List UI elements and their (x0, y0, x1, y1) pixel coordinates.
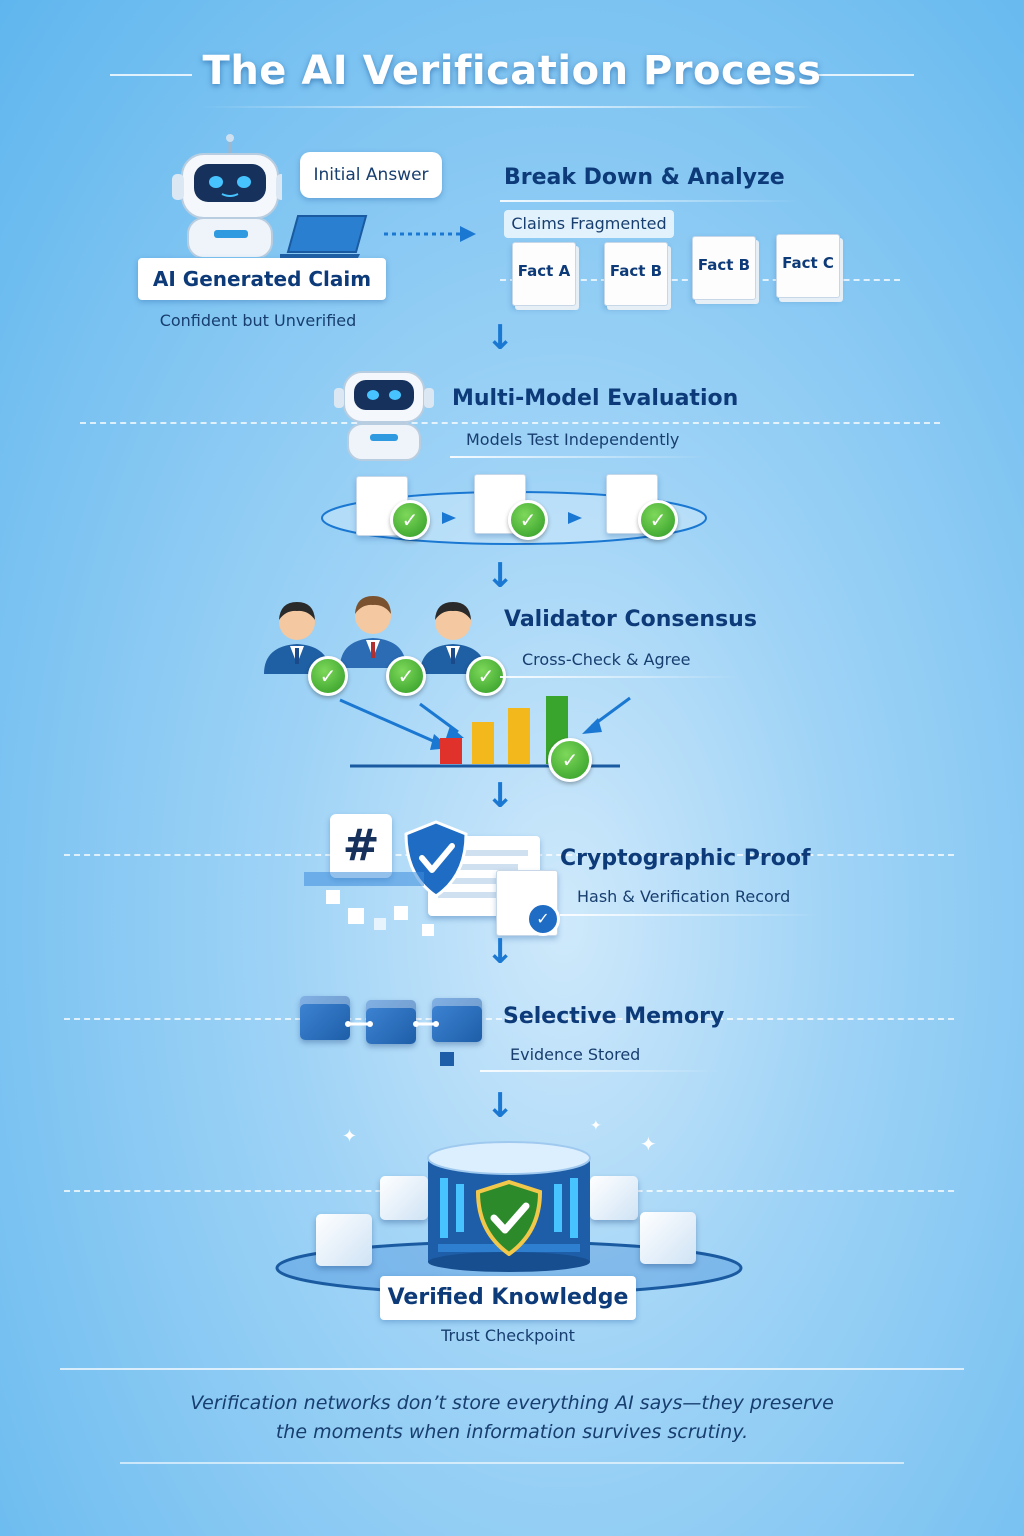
title-rule-right (818, 74, 914, 76)
verified-knowledge-banner: Verified Knowledge (380, 1276, 636, 1320)
step6-dashed-rule (64, 1018, 954, 1020)
claims-fragmented-tag: Claims Fragmented (504, 210, 674, 238)
check-icon: ✓ (638, 500, 678, 540)
pixel-fragments (304, 870, 444, 940)
knowledge-block-icon (316, 1214, 372, 1266)
record-check-icon: ✓ (526, 902, 560, 936)
step6-underline (480, 1070, 720, 1072)
title-rule-left (110, 74, 192, 76)
step6-subtitle: Evidence Stored (510, 1045, 641, 1064)
step2-heading: Break Down & Analyze (504, 165, 785, 190)
down-arrow: ↓ (485, 556, 515, 596)
footer-line-1: Verification networks don’t store everyt… (190, 1392, 834, 1414)
down-arrow: ↓ (485, 318, 515, 358)
sparkle-icon: ✦ (640, 1132, 657, 1156)
validator-person-icon (262, 594, 332, 678)
footer-rule-top (60, 1368, 964, 1370)
step5-underline (560, 914, 820, 916)
step5-heading: Cryptographic Proof (560, 846, 811, 871)
footer-line-2: the moments when information survives sc… (275, 1421, 749, 1443)
step4-heading: Validator Consensus (504, 607, 757, 632)
step2-underline (500, 200, 800, 202)
step3-subtitle: Models Test Independently (466, 430, 680, 449)
page-title: The AI Verification Process (202, 48, 822, 94)
down-arrow: ↓ (485, 1086, 515, 1126)
fact-card: Fact A (512, 242, 576, 306)
check-icon: ✓ (308, 656, 348, 696)
step4-underline (500, 676, 740, 678)
footer-rule-bottom (120, 1462, 904, 1464)
title-underline (200, 106, 820, 108)
step6-heading: Selective Memory (503, 1004, 725, 1029)
check-icon: ✓ (386, 656, 426, 696)
chain-links (340, 1012, 460, 1072)
fact-card: Fact B (604, 242, 668, 306)
consensus-check-icon: ✓ (548, 738, 592, 782)
step5-subtitle: Hash & Verification Record (577, 887, 791, 906)
robot-icon (328, 366, 438, 464)
memory-block-icon (432, 998, 482, 1042)
memory-block-icon (366, 1000, 416, 1044)
step4-subtitle: Cross-Check & Agree (522, 650, 691, 669)
knowledge-block-icon (640, 1212, 696, 1264)
check-icon: ✓ (508, 500, 548, 540)
check-icon: ✓ (390, 500, 430, 540)
hash-icon: # (330, 814, 392, 878)
fact-card: Fact B (692, 236, 756, 300)
ai-generated-claim-banner: AI Generated Claim (138, 258, 386, 300)
knowledge-block-icon (590, 1176, 638, 1220)
step7-caption: Trust Checkpoint (441, 1326, 575, 1345)
step3-underline (450, 456, 710, 458)
fact-card: Fact C (776, 234, 840, 298)
step3-dashed-rule (80, 422, 940, 424)
hash-symbol: # (342, 820, 380, 871)
sparkle-icon: ✦ (590, 1118, 602, 1134)
robot-icon (162, 132, 286, 259)
flow-arrow-right (382, 224, 478, 244)
initial-answer-bubble: Initial Answer (300, 152, 442, 198)
knowledge-block-icon (380, 1176, 428, 1220)
laptop-icon (280, 214, 370, 264)
validator-person-icon (338, 588, 408, 672)
down-arrow: ↓ (485, 776, 515, 816)
memory-block-icon (300, 996, 350, 1040)
step1-caption: Confident but Unverified (159, 311, 357, 330)
check-icon: ✓ (466, 656, 506, 696)
step3-heading: Multi-Model Evaluation (452, 386, 739, 411)
down-arrow: ↓ (485, 932, 515, 972)
sparkle-icon: ✦ (342, 1126, 358, 1147)
shield-check-icon (474, 1179, 544, 1257)
